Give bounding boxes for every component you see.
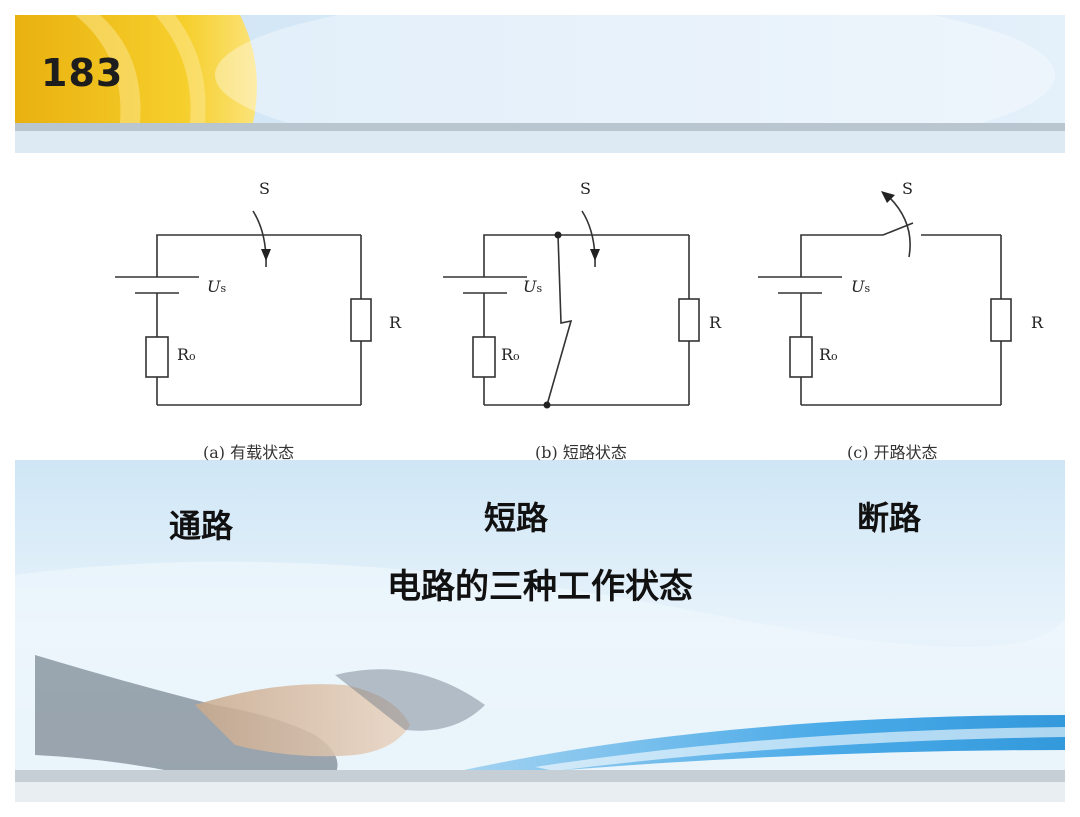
state-label-pass: 通路 xyxy=(169,507,234,545)
internal-resistor-label-b: Ro xyxy=(501,345,520,364)
slide-title: 电路的三种工作状态 xyxy=(387,567,693,607)
switch-label-a: S xyxy=(259,179,270,198)
circuit-a xyxy=(115,210,372,406)
circuit-b xyxy=(443,210,700,406)
circuit-c xyxy=(758,196,1012,406)
load-resistor-label-b: R xyxy=(709,313,722,332)
source-label-a: Us xyxy=(207,277,227,296)
caption-b: (b) 短路状态 xyxy=(535,443,627,462)
load-resistor-label-c: R xyxy=(1031,313,1044,332)
circuit-diagrams xyxy=(115,191,1012,409)
slide: 183 xyxy=(15,15,1065,802)
state-label-open: 断路 xyxy=(857,499,922,537)
source-label-c: Us xyxy=(851,277,871,296)
caption-c: (c) 开路状态 xyxy=(847,443,938,462)
page-number: 183 xyxy=(41,51,124,95)
load-resistor-label-a: R xyxy=(389,313,402,332)
switch-label-c: S xyxy=(902,179,913,198)
caption-a: (a) 有载状态 xyxy=(203,443,295,462)
internal-resistor-label-a: Ro xyxy=(177,345,196,364)
circuit-diagrams-panel: S Us Ro R (a) 有载状态 S Us Ro R (b) 短路状态 S … xyxy=(15,153,1065,462)
switch-label-b: S xyxy=(580,179,591,198)
slide-background xyxy=(15,15,1065,802)
state-label-short: 短路 xyxy=(484,499,549,537)
source-label-b: Us xyxy=(523,277,543,296)
internal-resistor-label-c: Ro xyxy=(819,345,838,364)
